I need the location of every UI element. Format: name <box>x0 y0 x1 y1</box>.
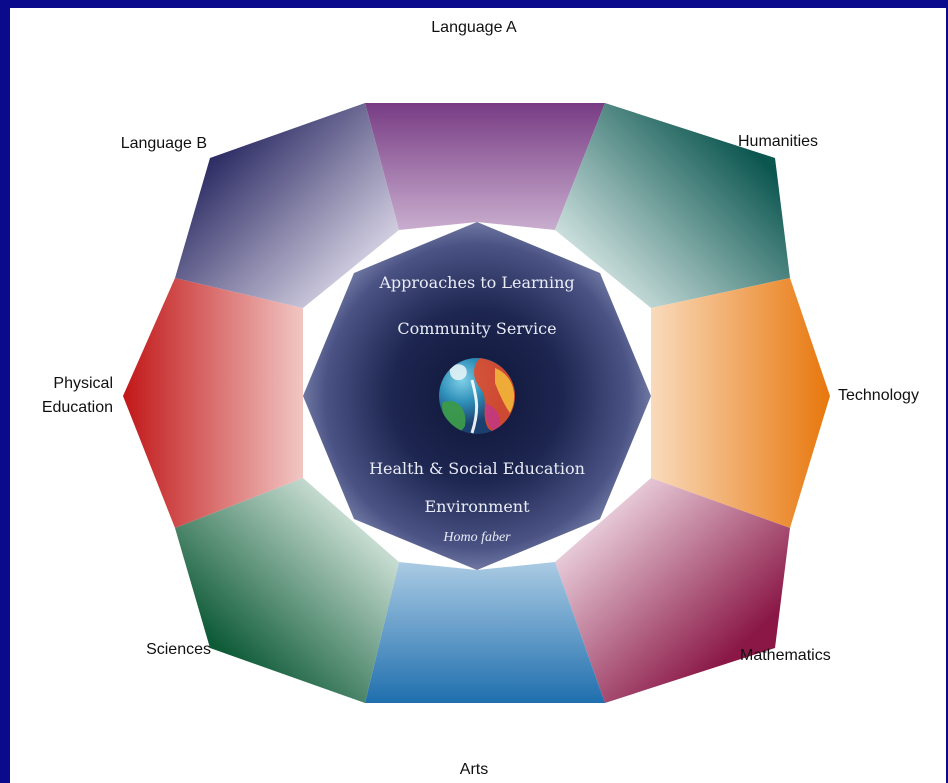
health-social-education-label: Health & Social Education <box>369 459 585 478</box>
diagram-frame: Approaches to Learning Community Service… <box>10 8 946 783</box>
sector-arts <box>365 562 605 703</box>
sector-sciences <box>175 478 399 703</box>
environment-label: Environment <box>424 497 530 516</box>
label-language-b: Language B <box>121 135 207 152</box>
label-mathematics: Mathematics <box>740 647 831 664</box>
sector-language-a <box>365 103 605 230</box>
label-physical-education-line1: Physical <box>53 375 113 392</box>
label-sciences: Sciences <box>146 641 211 658</box>
sector-language-b <box>175 103 399 308</box>
sector-technology <box>651 278 830 528</box>
sector-physical-education <box>123 278 303 528</box>
label-technology: Technology <box>838 387 919 404</box>
community-service-label: Community Service <box>397 319 556 338</box>
approaches-to-learning-label: Approaches to Learning <box>378 273 574 292</box>
sector-mathematics <box>555 478 790 703</box>
subject-sectors <box>123 103 830 703</box>
curriculum-diagram: Approaches to Learning Community Service… <box>42 19 919 778</box>
label-arts: Arts <box>460 761 488 778</box>
label-physical-education-line2: Education <box>42 399 113 416</box>
label-humanities: Humanities <box>738 133 818 150</box>
label-language-a: Language A <box>431 19 517 36</box>
homo-faber-label: Homo faber <box>442 530 511 545</box>
sector-humanities <box>555 103 790 308</box>
